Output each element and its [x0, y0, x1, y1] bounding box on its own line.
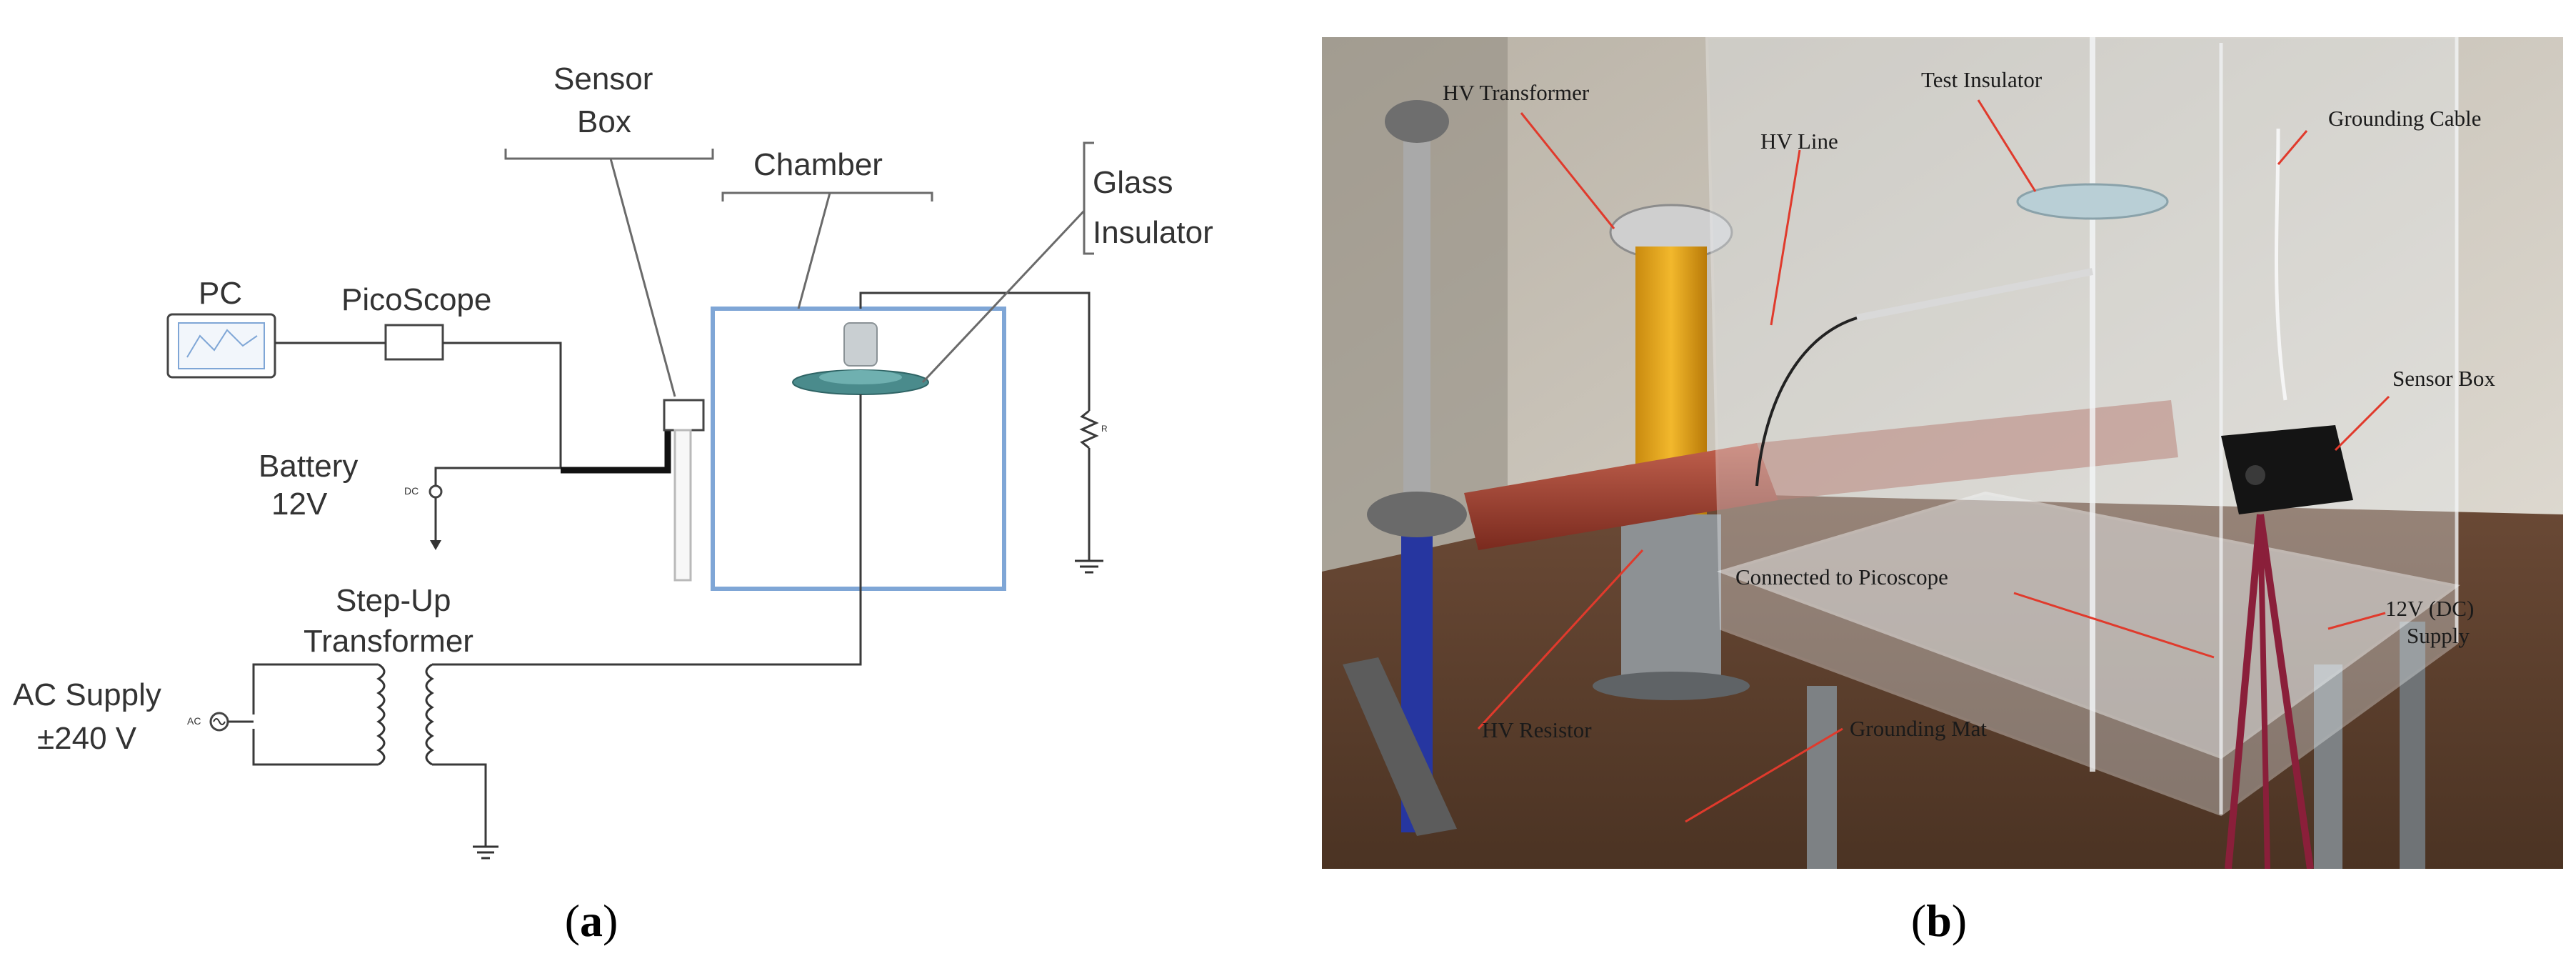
ac-tag: AC — [187, 715, 201, 727]
pc-label: PC — [199, 276, 242, 311]
caption-a: (a) — [565, 895, 618, 946]
label-grounding-mat: Grounding Mat — [1850, 716, 1987, 741]
label-hv-transformer: HV Transformer — [1443, 80, 1590, 105]
label-connected-to-picoscope: Connected to Picoscope — [1735, 564, 1948, 589]
test-insulator-object — [2016, 183, 2169, 220]
ac-supply-label-line1: AC Supply — [13, 677, 161, 712]
label-hv-line: HV Line — [1760, 129, 1838, 154]
label-sensor-box: Sensor Box — [2392, 366, 2495, 391]
battery-ground-arrow — [430, 540, 441, 550]
sensor-box-label-line1: Sensor — [553, 61, 653, 96]
glass-insulator-label-line2: Insulator — [1093, 215, 1213, 250]
hv-pole-object — [1343, 100, 1467, 836]
sensor-cable — [561, 422, 678, 474]
label-12v-supply-line2: Supply — [2407, 623, 2470, 648]
step-up-label-line2: Transformer — [304, 624, 473, 659]
label-hv-resistor: HV Resistor — [1482, 717, 1592, 742]
battery-label-line1: Battery — [259, 449, 358, 484]
transformer-ground-icon — [473, 845, 498, 860]
hv-resistor-object — [1464, 400, 2178, 550]
glass-insulator-icon — [792, 322, 929, 395]
caption-a-letter: a — [580, 895, 603, 946]
sensor-probe — [673, 429, 692, 582]
sensor-box-object — [2221, 425, 2353, 869]
photo-leader-lines — [1477, 99, 2390, 823]
sensor-box — [663, 399, 705, 432]
insulator-hv-wire — [432, 394, 862, 666]
photo-scene — [1322, 37, 2563, 869]
resistor-zigzag — [1079, 409, 1099, 449]
ac-supply-label-line2: ±240 V — [37, 721, 137, 756]
sensor-box-pointer — [609, 158, 676, 397]
picoscope-label: PicoScope — [341, 282, 491, 317]
hv-line-wire — [1856, 268, 2093, 322]
chamber-box — [711, 307, 1006, 591]
transformer-coils-icon — [376, 663, 434, 766]
ac-wave-glyph — [213, 718, 226, 725]
secondary-ground-wire — [432, 763, 487, 847]
pc-monitor-icon — [166, 313, 276, 379]
picoscope-box — [384, 324, 444, 361]
resistor-ground-icon — [1075, 559, 1103, 574]
battery-wire — [434, 467, 561, 543]
step-up-label-line1: Step-Up — [336, 583, 451, 618]
resistor-tag: R — [1101, 424, 1108, 434]
chamber-bracket — [721, 191, 933, 201]
chamber-pointer — [797, 192, 831, 309]
sensor-box-label-line2: Box — [577, 104, 631, 139]
sensor-box-bracket — [504, 149, 714, 160]
chamber-label: Chamber — [753, 147, 883, 182]
label-grounding-cable: Grounding Cable — [2328, 106, 2481, 131]
hv-line-top — [859, 292, 1091, 411]
glass-insulator-label-line1: Glass — [1093, 165, 1173, 200]
grounding-cable-object — [2275, 128, 2287, 401]
battery-label-line2: 12V — [271, 487, 328, 522]
battery-source-icon — [429, 484, 443, 499]
label-12v-supply-line1: 12V (DC) — [2385, 596, 2474, 621]
panel-a-schematic: PC PicoScope Battery 12V DC Sensor Box C… — [13, 61, 1213, 946]
glass-insulator-bracket — [1083, 141, 1094, 255]
label-test-insulator: Test Insulator — [1921, 67, 2043, 92]
caption-b: (b) — [1911, 895, 1967, 946]
dc-tag: DC — [404, 485, 419, 497]
acrylic-chamber-object — [1705, 37, 2460, 817]
glass-insulator-pointer — [921, 209, 1086, 384]
signal-wire — [275, 342, 562, 468]
panel-b-photo: HV Transformer HV Line Test Insulator Gr… — [1322, 37, 2563, 946]
caption-b-letter: b — [1926, 895, 1952, 946]
primary-wire — [252, 663, 379, 766]
